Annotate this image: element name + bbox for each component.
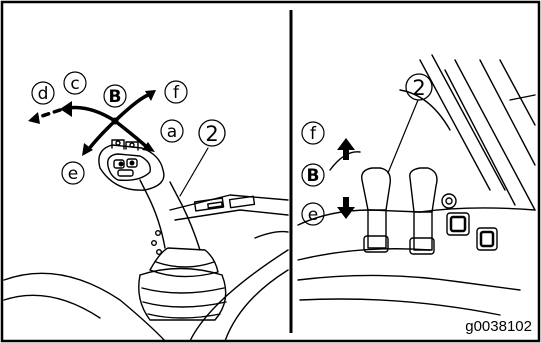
- callout-item-2: 2: [205, 122, 218, 146]
- figure-code: g0038102: [465, 318, 532, 335]
- callout-item-2-right: 2: [412, 76, 425, 100]
- callout-e: e: [68, 164, 78, 184]
- callout-f: f: [173, 83, 180, 103]
- callout-c: c: [70, 74, 79, 94]
- left-panel: [4, 140, 288, 341]
- motion-arrows-right: [337, 138, 355, 219]
- callout-f-right: f: [310, 124, 317, 144]
- callout-b-right: B: [307, 166, 320, 186]
- callout-a: a: [167, 122, 177, 142]
- callout-e-right: e: [308, 205, 318, 225]
- callout-d: d: [38, 84, 49, 104]
- callout-b: B: [109, 87, 122, 107]
